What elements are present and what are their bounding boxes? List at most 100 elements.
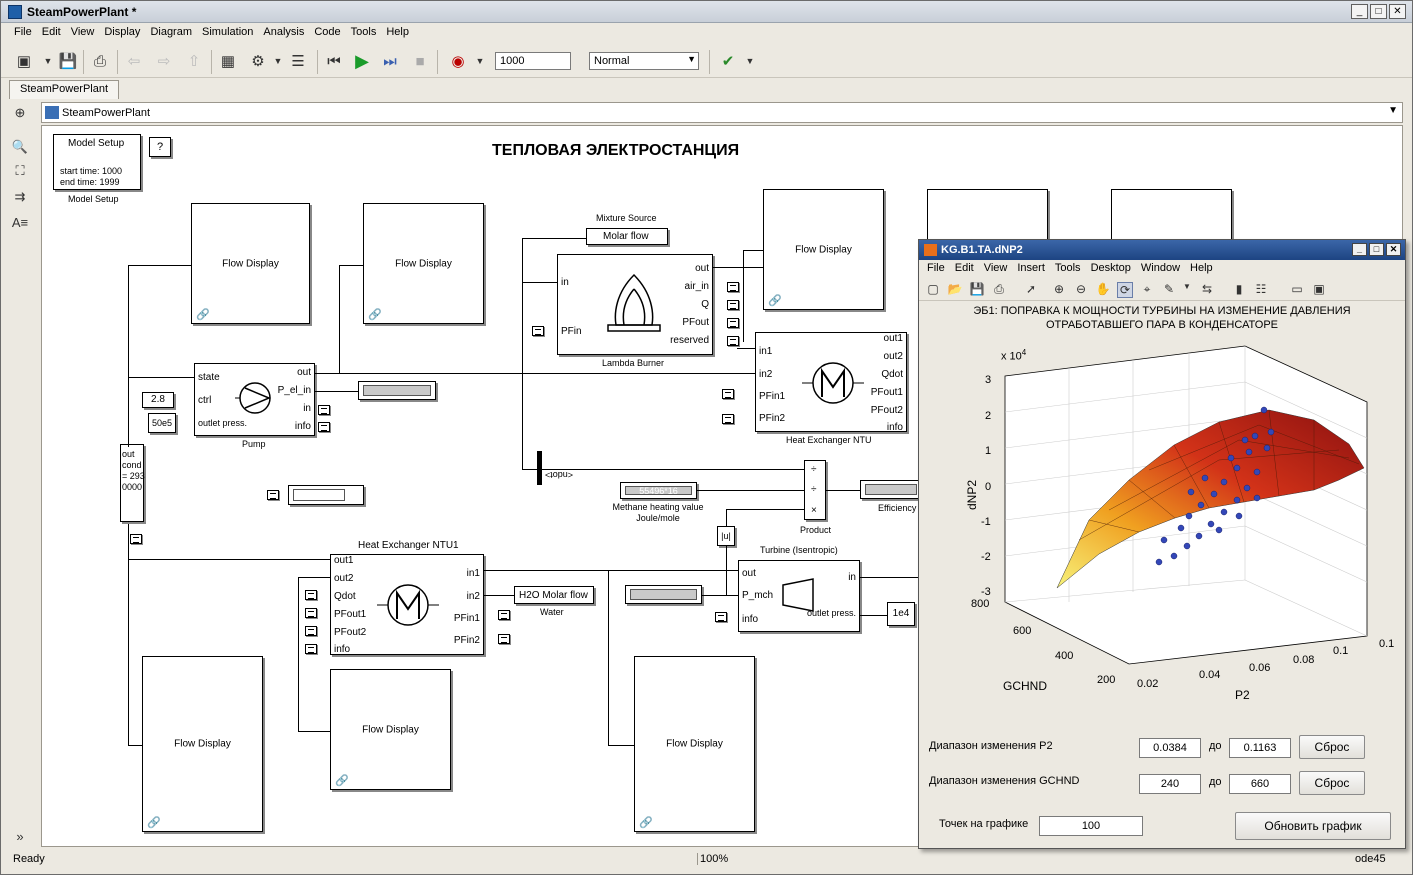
turbine-block[interactable]: out P_mch info in outlet press. xyxy=(738,560,860,632)
empty-display[interactable] xyxy=(288,485,364,505)
terminator[interactable] xyxy=(722,414,734,424)
data-cursor-icon[interactable]: ⌖ xyxy=(1143,282,1151,296)
hx-ntu1-block[interactable]: out1 out2 Qdot PFout1 PFout2 info in1 in… xyxy=(330,554,484,655)
mux-bar[interactable] xyxy=(537,451,542,485)
fig-menu-edit[interactable]: Edit xyxy=(954,262,974,274)
flow-display-1[interactable]: Flow Display🔗 xyxy=(191,203,310,324)
brush-icon[interactable]: ✎ xyxy=(1163,282,1175,296)
figure-minimize-button[interactable]: _ xyxy=(1352,243,1367,256)
points-input[interactable]: 100 xyxy=(1039,816,1143,836)
record-dropdown-icon[interactable]: ▼ xyxy=(475,56,485,66)
stop-time-input[interactable]: 1000 xyxy=(495,52,571,70)
menu-analysis[interactable]: Analysis xyxy=(263,26,305,38)
run-icon[interactable]: ▶ xyxy=(355,50,369,71)
zoom-in-icon[interactable]: ⊕ xyxy=(1053,282,1065,296)
terminator[interactable] xyxy=(130,534,142,544)
terminator[interactable] xyxy=(267,490,279,500)
fig-menu-window[interactable]: Window xyxy=(1140,262,1181,274)
flow-display-3[interactable]: Flow Display🔗 xyxy=(763,189,884,310)
menu-tools[interactable]: Tools xyxy=(350,26,377,38)
menu-diagram[interactable]: Diagram xyxy=(150,26,193,38)
menu-simulation[interactable]: Simulation xyxy=(202,26,254,38)
reset-g-button[interactable]: Сброс xyxy=(1299,771,1365,795)
sim-mode-select[interactable]: Normal▼ xyxy=(589,52,699,70)
zoom-out-icon[interactable]: ⊖ xyxy=(1075,282,1087,296)
model-explorer-icon[interactable]: ☰ xyxy=(291,53,305,70)
pan-hand-icon[interactable]: ✋ xyxy=(1095,282,1111,296)
terminator[interactable] xyxy=(305,644,317,654)
minimize-button[interactable]: _ xyxy=(1351,4,1368,19)
fig-menu-desktop[interactable]: Desktop xyxy=(1090,262,1131,274)
brush-dropdown-icon[interactable]: ▼ xyxy=(1183,282,1191,291)
turbine-pressure-constant[interactable]: 1e4 xyxy=(887,602,915,626)
hide-browser-icon[interactable]: ⊕ xyxy=(14,105,26,120)
pressure-constant[interactable]: 50e5 xyxy=(148,413,176,433)
terminator[interactable] xyxy=(498,634,510,644)
efficiency-display[interactable] xyxy=(860,480,922,499)
hide-tools-icon[interactable]: ▭ xyxy=(1291,282,1303,296)
new-figure-icon[interactable]: ▢ xyxy=(927,282,939,296)
fit-view-icon[interactable]: ⛶ xyxy=(15,163,25,178)
forward-icon[interactable]: ⇨ xyxy=(157,53,171,70)
maximize-button[interactable]: □ xyxy=(1370,4,1387,19)
update-plot-button[interactable]: Обновить график xyxy=(1235,812,1391,840)
terminator[interactable] xyxy=(727,336,739,346)
mixture-source-block[interactable]: Molar flow xyxy=(586,228,668,245)
close-button[interactable]: ✕ xyxy=(1389,4,1406,19)
terminator[interactable] xyxy=(318,422,330,432)
menu-file[interactable]: File xyxy=(14,26,32,38)
turbine-power-display[interactable] xyxy=(625,585,702,604)
range-p2-from-input[interactable]: 0.0384 xyxy=(1139,738,1201,758)
terminator[interactable] xyxy=(305,590,317,600)
new-model-icon[interactable]: ▣ xyxy=(16,53,32,70)
fig-menu-tools[interactable]: Tools xyxy=(1054,262,1081,274)
pointer-icon[interactable]: ➚ xyxy=(1025,282,1037,296)
range-g-from-input[interactable]: 240 xyxy=(1139,774,1201,794)
terminator[interactable] xyxy=(727,282,739,292)
fig-menu-file[interactable]: File xyxy=(927,262,945,274)
check-dropdown-icon[interactable]: ▼ xyxy=(745,56,755,66)
menu-edit[interactable]: Edit xyxy=(41,26,61,38)
stop-icon[interactable]: ■ xyxy=(415,52,425,70)
surface-plot[interactable] xyxy=(919,340,1405,700)
fig-menu-help[interactable]: Help xyxy=(1190,262,1213,274)
expand-icon[interactable]: » xyxy=(16,829,24,844)
fig-menu-view[interactable]: View xyxy=(983,262,1008,274)
flow-display-7[interactable]: Flow Display🔗 xyxy=(330,669,451,790)
ctrl-constant[interactable]: 2.8 xyxy=(142,392,174,408)
address-bar[interactable]: SteamPowerPlant ▼ xyxy=(41,102,1403,123)
settings-gear-icon[interactable]: ⚙ xyxy=(251,53,265,70)
reset-p2-button[interactable]: Сброс xyxy=(1299,735,1365,759)
terminator[interactable] xyxy=(305,608,317,618)
annotation-icon[interactable]: A≡ xyxy=(11,215,29,230)
pump-power-display[interactable] xyxy=(358,381,436,400)
print-icon[interactable]: ⎙ xyxy=(93,52,106,70)
terminator[interactable] xyxy=(305,626,317,636)
water-molar-flow-block[interactable]: H2O Molar flow xyxy=(514,586,594,604)
flow-display-6[interactable]: Flow Display🔗 xyxy=(142,656,263,832)
condenser-source-block[interactable]: out cond = 293 0000 xyxy=(120,444,145,522)
library-browser-icon[interactable]: ▦ xyxy=(220,53,236,70)
terminator[interactable] xyxy=(318,405,330,415)
new-dropdown-icon[interactable]: ▼ xyxy=(43,56,53,66)
back-icon[interactable]: ⇦ xyxy=(127,53,141,70)
open-icon[interactable]: 📂 xyxy=(947,282,963,296)
terminator[interactable] xyxy=(727,318,739,328)
menu-help[interactable]: Help xyxy=(386,26,409,38)
product-block[interactable]: ÷ ÷ × xyxy=(804,460,826,520)
flow-display-8[interactable]: Flow Display🔗 xyxy=(634,656,755,832)
pump-block[interactable]: state ctrl outlet press. out P_el_in in … xyxy=(194,363,315,436)
save-icon[interactable]: 💾 xyxy=(969,282,985,296)
range-g-to-input[interactable]: 660 xyxy=(1229,774,1291,794)
up-icon[interactable]: ⇧ xyxy=(187,53,201,70)
figure-close-button[interactable]: ✕ xyxy=(1386,243,1401,256)
terminator[interactable] xyxy=(532,326,544,336)
show-tools-icon[interactable]: ▣ xyxy=(1313,282,1325,296)
menu-display[interactable]: Display xyxy=(104,26,141,38)
range-p2-to-input[interactable]: 0.1163 xyxy=(1229,738,1291,758)
terminator[interactable] xyxy=(715,612,727,622)
flow-display-2[interactable]: Flow Display🔗 xyxy=(363,203,484,324)
address-dropdown-icon[interactable]: ▼ xyxy=(1388,105,1398,116)
abs-block[interactable]: |u| xyxy=(717,526,735,546)
check-icon[interactable]: ✔ xyxy=(721,53,735,70)
